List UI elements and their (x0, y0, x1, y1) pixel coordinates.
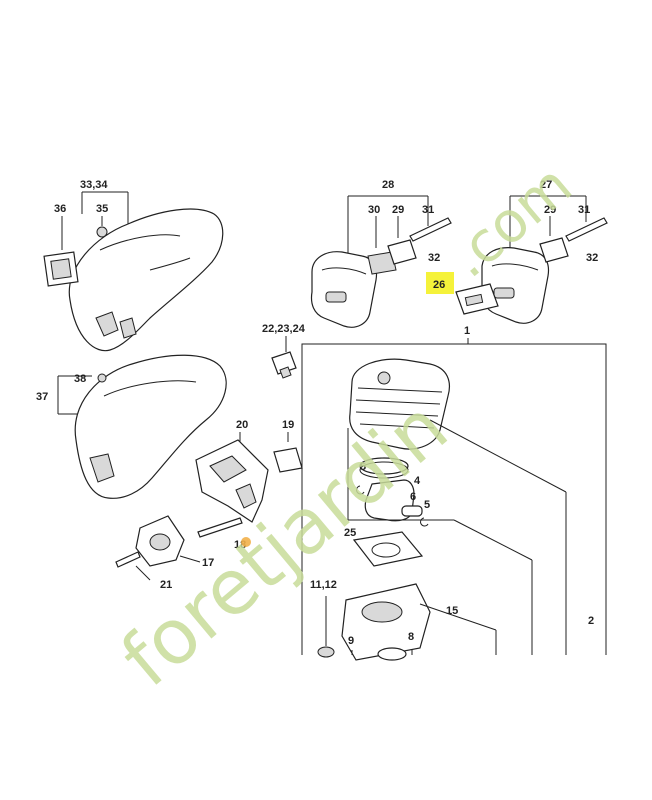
label-11-12: 11,12 (310, 579, 337, 591)
label-9: 9 (348, 635, 354, 647)
spark-plug-group (271, 336, 297, 379)
intake-group (115, 515, 201, 581)
bearing-9 (317, 646, 335, 658)
label-30: 30 (368, 204, 380, 216)
label-33-34: 33,34 (80, 179, 108, 191)
label-2: 2 (588, 615, 594, 627)
label-17: 17 (202, 557, 214, 569)
air-filter-cover (68, 208, 224, 352)
cylinder-gasket (352, 531, 424, 567)
label-29a: 29 (392, 204, 404, 216)
screw-38 (97, 373, 107, 383)
label-32a: 32 (428, 252, 440, 264)
part-19 (273, 447, 303, 473)
part-labels: 33,34 36 35 38 37 28 30 29 31 32 27 29 3… (36, 179, 598, 647)
arrestor-screen (367, 251, 397, 275)
cylinder-kit-frame (301, 338, 607, 661)
screw-21 (115, 551, 141, 568)
label-4: 4 (414, 475, 421, 487)
label-21: 21 (160, 579, 172, 591)
cylinder (349, 358, 451, 450)
bolt-31a (409, 217, 452, 242)
label-5b: 5 (424, 499, 430, 511)
label-28: 28 (382, 179, 394, 191)
watermark-accent-dot (241, 537, 251, 547)
piston-rings (359, 457, 409, 475)
screw-35 (96, 226, 108, 238)
label-29b: 29 (544, 204, 556, 216)
muffler-28 (310, 251, 378, 328)
muffler-plate-29b (539, 237, 569, 263)
label-32b: 32 (586, 252, 598, 264)
label-36: 36 (54, 203, 66, 215)
muffler-plate-29a (387, 239, 417, 265)
lower-shroud-group (57, 354, 227, 499)
label-5a: 5 (360, 461, 366, 473)
label-27: 27 (540, 179, 552, 191)
highlight-26 (426, 272, 454, 294)
muffler-left-group (310, 195, 452, 328)
baffle-group (195, 432, 303, 538)
label-31b: 31 (578, 204, 590, 216)
upper-shroud-group (43, 191, 224, 352)
label-15: 15 (446, 605, 458, 617)
label-19: 19 (282, 419, 294, 431)
label-31a: 31 (422, 204, 434, 216)
bolt-18 (197, 517, 243, 538)
spark-plug (271, 351, 297, 375)
label-26: 26 (433, 279, 445, 291)
label-1: 1 (464, 325, 470, 337)
label-20: 20 (236, 419, 248, 431)
cylinder-cover (74, 354, 227, 499)
bolt-31b (565, 217, 608, 242)
muffler-right-group (455, 195, 608, 324)
label-22-23-24: 22,23,24 (262, 323, 306, 335)
label-38: 38 (74, 373, 86, 385)
label-35: 35 (96, 203, 108, 215)
label-8: 8 (408, 631, 414, 643)
label-25: 25 (344, 527, 356, 539)
label-37: 37 (36, 391, 48, 403)
piston-pin (401, 505, 423, 517)
bearing-8 (377, 647, 407, 661)
label-6: 6 (410, 491, 416, 503)
